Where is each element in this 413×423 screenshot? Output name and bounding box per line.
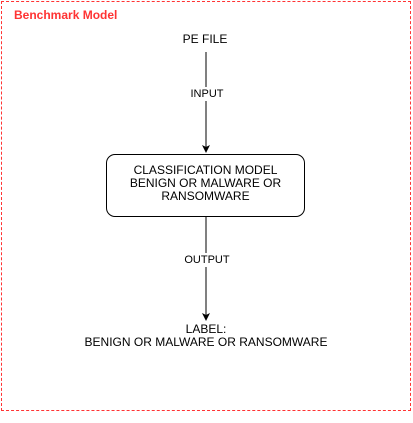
benchmark-model-frame (1, 1, 411, 411)
pe-file-node: PE FILE (182, 32, 228, 46)
output-edge-label: OUTPUT (170, 253, 244, 267)
classification-model-box: CLASSIFICATION MODEL BENIGN OR MALWARE O… (106, 154, 305, 217)
frame-title: Benchmark Model (14, 8, 118, 22)
model-line-1: CLASSIFICATION MODEL (133, 163, 278, 177)
label-line-2: BENIGN OR MALWARE OR RANSOMWARE (84, 335, 328, 349)
model-box-text: CLASSIFICATION MODEL BENIGN OR MALWARE O… (107, 164, 304, 203)
label-line-1: LABEL: (185, 322, 227, 336)
model-line-2: BENIGN OR MALWARE OR (129, 176, 282, 190)
label-node: LABEL: BENIGN OR MALWARE OR RANSOMWARE (56, 323, 356, 349)
model-line-3: RANSOMWARE (161, 189, 250, 203)
input-edge-label: INPUT (175, 87, 239, 101)
